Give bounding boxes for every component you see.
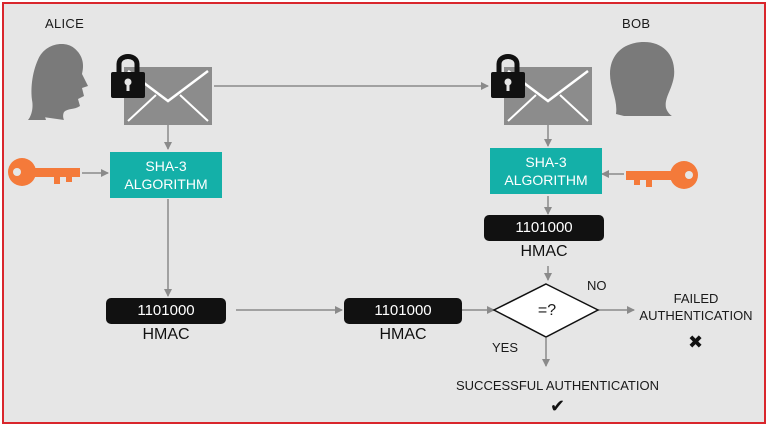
alice-algorithm-line1: SHA-3 <box>145 158 187 174</box>
failed-line1: FAILED <box>673 291 719 306</box>
bob-hmac-code: 1101000 <box>484 215 604 241</box>
bob-sha3-algorithm-box: SHA-3 ALGORITHM <box>490 148 602 194</box>
yes-label: YES <box>492 340 519 355</box>
bob-algorithm-line1: SHA-3 <box>525 154 567 170</box>
alice-algorithm-line2: ALGORITHM <box>124 176 208 192</box>
alice-key-icon <box>8 158 80 186</box>
alice-hmac-code: 1101000 <box>106 298 226 324</box>
compare-symbol: =? <box>537 302 557 319</box>
bob-hmac-label: HMAC <box>520 243 568 260</box>
no-label: NO <box>587 278 607 293</box>
successful-authentication-label: SUCCESSFUL AUTHENTICATION <box>456 378 659 393</box>
failed-line2: AUTHENTICATION <box>639 308 753 323</box>
diagram-graphics <box>8 42 698 367</box>
alice-hmac-label: HMAC <box>142 326 190 343</box>
cross-icon: ✖ <box>688 332 704 352</box>
bob-padlock-icon <box>491 54 525 98</box>
alice-silhouette-icon <box>28 44 88 120</box>
received-hmac-label: HMAC <box>379 326 427 343</box>
alice-name: ALICE <box>45 16 85 31</box>
bob-name: BOB <box>622 16 651 31</box>
failed-authentication-label: FAILED AUTHENTICATION <box>634 290 758 324</box>
alice-padlock-icon <box>111 54 145 98</box>
compare-diamond <box>492 283 600 338</box>
received-hmac-code: 1101000 <box>344 298 462 324</box>
alice-sha3-algorithm-box: SHA-3 ALGORITHM <box>110 152 222 198</box>
bob-algorithm-line2: ALGORITHM <box>504 172 588 188</box>
bob-key-icon <box>626 161 698 189</box>
bob-silhouette-icon <box>610 42 675 116</box>
check-icon: ✔ <box>550 396 566 416</box>
